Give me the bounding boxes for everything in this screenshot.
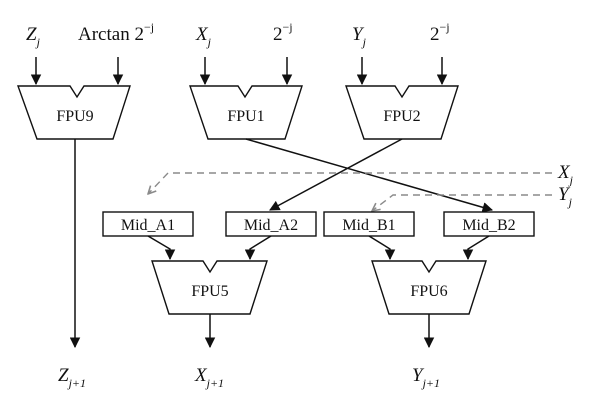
input-y-label: Yj	[352, 24, 367, 49]
output-z-label: Zj+1	[58, 365, 86, 390]
output-x-label: Xj+1	[194, 365, 224, 390]
fpu9-unit: FPU9	[17, 85, 131, 140]
mid-b1-box: Mid_B1	[323, 211, 415, 237]
mid-b1-to-fpu6-wire	[368, 235, 396, 261]
side-x-label: Xj	[557, 162, 574, 187]
output-y-label: Yj+1	[412, 365, 440, 390]
input-x-label: Xj	[195, 24, 212, 49]
mid-b2-to-fpu6-wire	[462, 235, 490, 261]
fpu5-unit: FPU5	[151, 260, 268, 315]
mid-a2-box: Mid_A2	[225, 211, 317, 237]
fpu2-label: FPU2	[383, 108, 420, 125]
fpu5-label: FPU5	[191, 283, 228, 300]
fpu9-label: FPU9	[56, 108, 93, 125]
fpu6-unit: FPU6	[371, 260, 487, 315]
mid-a1-box: Mid_A1	[102, 211, 194, 237]
fpu6-label: FPU6	[410, 283, 447, 300]
mid-b2-box: Mid_B2	[443, 211, 535, 237]
mid-a1-to-fpu5-wire	[147, 235, 176, 261]
mid-a2-label: Mid_A2	[244, 217, 298, 234]
input-pow-y-label: 2−j	[430, 20, 450, 45]
side-y-label: Yj	[558, 184, 573, 209]
mid-a2-to-fpu5-wire	[244, 235, 272, 261]
y-side-input-dashed	[372, 194, 552, 211]
fpu1-unit: FPU1	[189, 85, 303, 140]
mid-b2-label: Mid_B2	[462, 217, 515, 234]
input-z-label: Zj	[26, 24, 41, 49]
fpu2-to-mid-a2-wire	[269, 138, 403, 211]
fpu1-to-mid-b2-wire	[245, 138, 494, 213]
input-arctan-label: Arctan 2−j	[78, 20, 154, 45]
fpu2-unit: FPU2	[345, 85, 459, 140]
fpu1-label: FPU1	[227, 108, 264, 125]
x-side-input-dashed	[148, 172, 552, 194]
mid-a1-label: Mid_A1	[121, 217, 175, 234]
mid-b1-label: Mid_B1	[342, 217, 395, 234]
input-pow-x-label: 2−j	[273, 20, 293, 45]
